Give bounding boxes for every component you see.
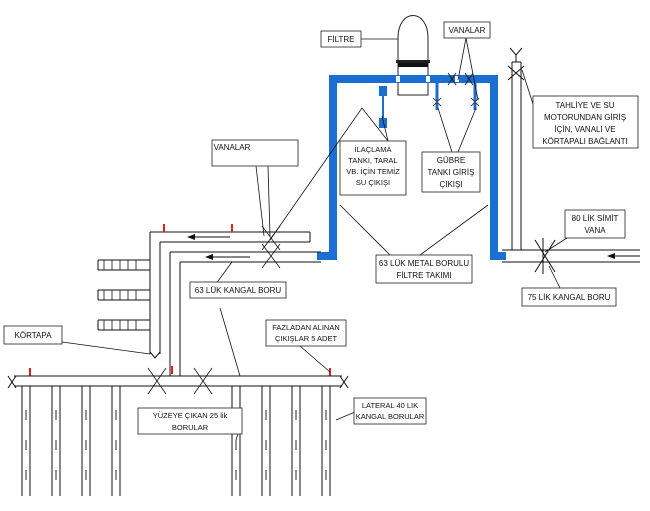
simit-line-2: VANA [584, 226, 606, 235]
tahliye-line-2: MOTORUNDAN GİRİŞ [544, 113, 626, 122]
kangal-75-text: 75 LİK KANGAL BORU [528, 293, 611, 302]
label-kangal-75: 75 LİK KANGAL BORU [521, 287, 617, 307]
gubre-valve-1 [432, 83, 442, 110]
ilaclama-line-1: İLAÇLAMA [354, 145, 391, 154]
kortapa-ends [7, 351, 349, 389]
filter-tank [396, 15, 430, 96]
gubre-valve-2 [470, 83, 480, 110]
red-outlets [29, 224, 331, 376]
label-fazladan: FAZLADAN ALINAN ÇIKIŞLAR 5 ADET [265, 319, 347, 347]
label-filtre: FİLTRE [320, 30, 362, 48]
kortapa-text: KÖRTAPA [15, 331, 53, 340]
ilaclama-line-4: SU ÇIKIŞI [356, 178, 390, 187]
metal-boru-line-2: FİLTRE TAKIMI [396, 271, 451, 280]
label-lateral: LATERAL 40 LIK KANGAL BORULAR [353, 397, 427, 425]
label-tahliye: TAHLİYE VE SU MOTORUNDAN GİRİŞ İÇİN, VAN… [532, 95, 639, 149]
gubre-line-1: GÜBRE [437, 156, 465, 165]
lateral-line-2: KANGAL BORULAR [356, 412, 425, 421]
label-gubre: GÜBRE TANKI GİRİŞ ÇIKIŞI [421, 151, 481, 193]
tahliye-riser [507, 47, 525, 250]
lateral-lines [21, 386, 331, 496]
label-vanalar-left: VANALAR [211, 139, 299, 167]
metal-pipe-frame [317, 75, 506, 260]
filter-connectors [396, 76, 459, 82]
label-simit-vana: 80 LİK SİMİT VANA [564, 209, 626, 239]
main-pipe-left [149, 231, 321, 376]
yuzeye-line-2: BORULAR [172, 423, 209, 432]
metal-boru-line-1: 63 LÜK METAL BORULU [379, 259, 469, 268]
filtre-text: FİLTRE [328, 35, 355, 44]
left-stub-teeth [103, 260, 137, 330]
simit-vana-symbol [534, 238, 556, 274]
gubre-line-3: ÇIKIŞI [439, 180, 462, 189]
vanalar-top-text: VANALAR [449, 26, 486, 35]
ilaclama-valve [379, 86, 387, 128]
label-metal-boru: 63 LÜK METAL BORULU FİLTRE TAKIMI [375, 254, 473, 284]
ilaclama-line-2: TANKI, TARAL [348, 156, 397, 165]
label-yuzeye: YÜZEYE ÇIKAN 25 lik BORULAR [137, 407, 243, 435]
tahliye-line-1: TAHLİYE VE SU [556, 101, 615, 110]
simit-line-1: 80 LİK SİMİT [572, 214, 619, 223]
fazladan-line-2: ÇIKIŞLAR 5 ADET [275, 334, 338, 343]
header-valve-marks [147, 367, 213, 395]
inlet-pipe [502, 249, 640, 263]
ilaclama-line-3: VB. İÇİN TEMİZ [346, 167, 400, 176]
gubre-line-2: TANKI GİRİŞ [428, 168, 475, 177]
fazladan-line-1: FAZLADAN ALINAN [272, 323, 340, 332]
tahliye-line-3: İÇİN, VANALI VE [554, 125, 615, 134]
left-stubs [97, 259, 150, 331]
top-valve-marks [447, 72, 474, 86]
lateral-line-1: LATERAL 40 LIK [362, 401, 418, 410]
lateral-emitter-ticks [25, 410, 327, 480]
kangal-63-text: 63 LÜK KANGAL BORU [195, 286, 282, 295]
lateral-header [14, 375, 342, 387]
label-kortapa: KÖRTAPA [3, 325, 63, 345]
label-vanalar-top: VANALAR [443, 21, 491, 39]
tahliye-line-4: KÖRTAPALI BAĞLANTI [542, 137, 627, 146]
label-kangal-63: 63 LÜK KANGAL BORU [189, 281, 287, 299]
yuzeye-line-1: YÜZEYE ÇIKAN 25 lik [153, 411, 228, 420]
vanalar-left-text: VANALAR [214, 143, 251, 152]
label-ilaclama: İLAÇLAMA TANKI, TARAL VB. İÇİN TEMİZ SU … [339, 140, 407, 196]
